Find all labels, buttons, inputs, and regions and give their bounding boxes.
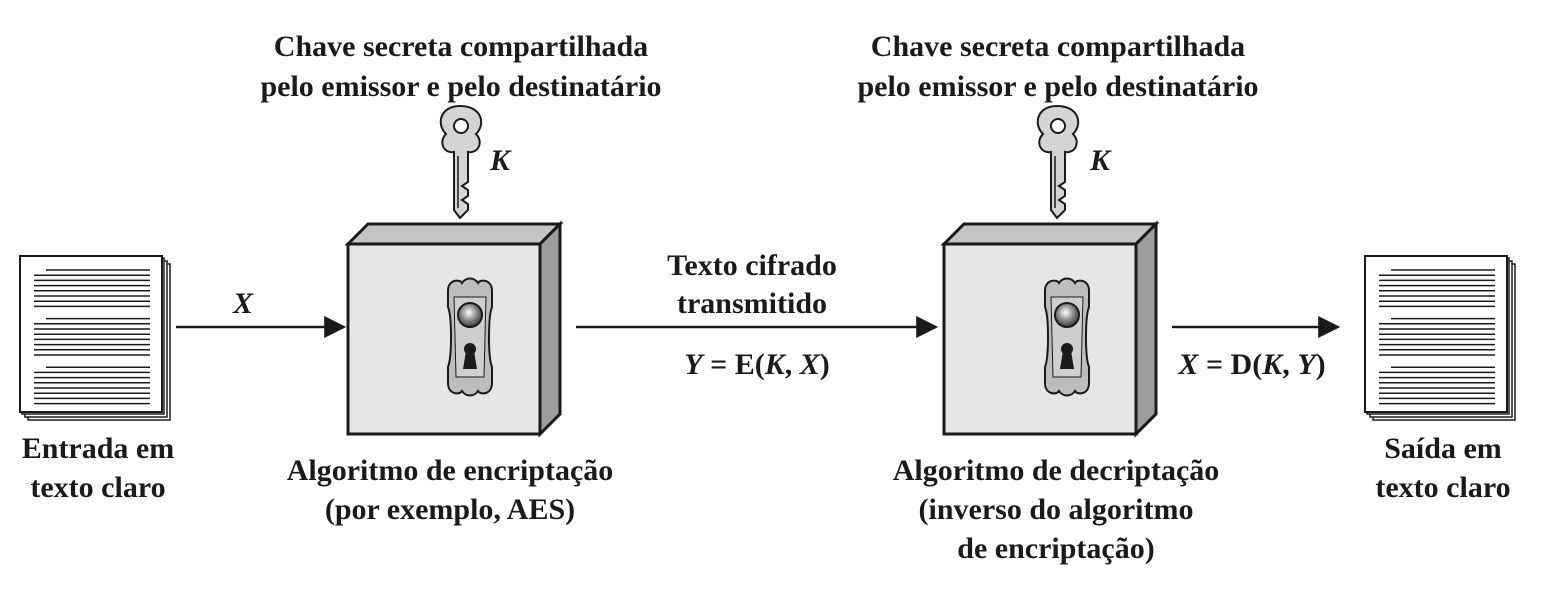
left-key-label-line2: pelo emissor e pelo destinatário — [260, 70, 661, 103]
encrypt-lock-icon — [447, 277, 493, 397]
decrypt-box-top — [940, 222, 1160, 246]
input-document-icon — [19, 255, 171, 421]
input-label-line2: texto claro — [30, 471, 165, 504]
encrypt-box — [344, 220, 564, 438]
left-key-label-line1: Chave secreta compartilhada — [274, 30, 648, 63]
encrypt-box-side — [538, 220, 562, 438]
output-label-line1: Saída em — [1384, 432, 1502, 465]
decrypt-box-face — [942, 242, 1138, 436]
right-key-label-line1: Chave secreta compartilhada — [871, 30, 1245, 63]
encrypt-label-line1: Algoritmo de encriptação — [287, 454, 614, 487]
right-key-label-line2: pelo emissor e pelo destinatário — [857, 70, 1258, 103]
decrypt-box-side — [1134, 220, 1158, 438]
ciphertext-label-line1: Texto cifrado — [667, 249, 837, 282]
encrypt-label-line2: (por exemplo, AES) — [325, 493, 575, 526]
decrypt-label-line1: Algoritmo de decriptação — [893, 454, 1220, 487]
output-document-icon — [1364, 255, 1516, 421]
right-key-symbol: K — [1089, 144, 1112, 177]
decrypt-label-line3: de encriptação) — [957, 532, 1154, 565]
ciphertext-label-line2: transmitido — [677, 287, 827, 320]
left-key-symbol: K — [489, 144, 512, 177]
right-key-icon — [1036, 105, 1080, 219]
left-key-icon — [439, 105, 483, 219]
input-label-line1: Entrada em — [22, 432, 175, 465]
decrypt-label-line2: (inverso do algoritmo — [919, 493, 1194, 526]
encrypt-box-top — [344, 222, 564, 246]
decrypt-box — [940, 220, 1160, 438]
encrypt-formula: Y = E(K, X) — [684, 348, 829, 381]
decrypt-formula: X = D(K, Y) — [1177, 348, 1325, 381]
decrypt-lock-icon — [1044, 277, 1090, 397]
input-arrow-label: X — [232, 287, 254, 320]
output-label-line2: texto claro — [1375, 471, 1510, 504]
encrypt-box-face — [346, 242, 542, 436]
